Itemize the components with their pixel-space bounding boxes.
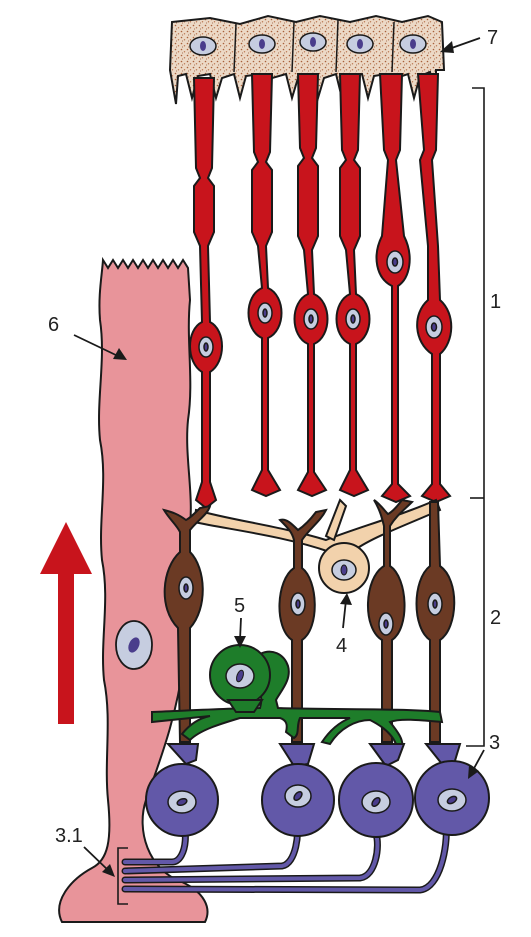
ganglion-nuclei (167, 784, 467, 814)
pointer-arrows (73, 37, 485, 877)
photoreceptor-cells (189, 73, 453, 510)
label-glial-cell: 6 (48, 314, 59, 336)
axon-bracket (117, 847, 128, 905)
glial-cell (58, 256, 209, 923)
label-amacrine-cell: 5 (234, 595, 245, 617)
photoreceptor-nuclei (198, 250, 443, 358)
label-ganglion-cells: 3 (489, 732, 500, 754)
amacrine-body (209, 644, 271, 713)
layer-bracket (466, 87, 485, 747)
label-photoreceptors: 1 (490, 291, 501, 313)
bipolar-nuclei (178, 576, 443, 636)
label-ganglion-axons: 3.1 (55, 825, 83, 847)
pigment-epithelium (168, 14, 446, 105)
ganglion-cells (145, 743, 490, 838)
light-direction-arrow (40, 522, 92, 724)
label-bipolar-layer: 2 (490, 607, 501, 629)
label-horizontal-cell: 4 (336, 635, 347, 657)
label-pigment-epithelium: 7 (487, 27, 498, 49)
